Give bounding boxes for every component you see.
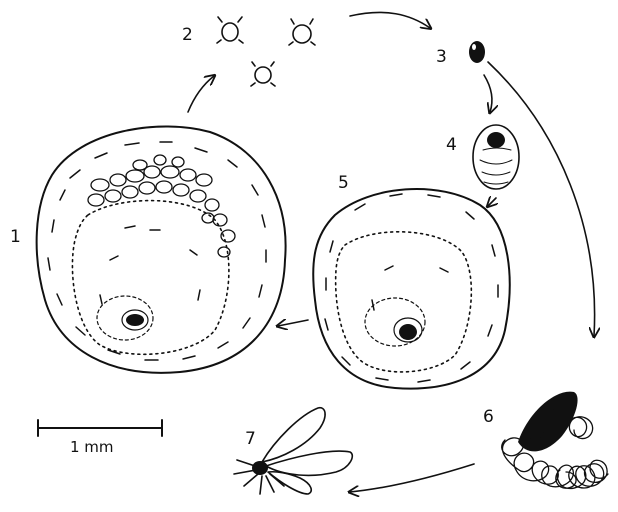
stage-2-larvae [217, 17, 315, 86]
stage-label-4: 4 [446, 135, 457, 155]
arrow-2-to-3 [350, 12, 430, 28]
arrow-3-to-6 [488, 62, 595, 336]
stage-6-pupa [502, 392, 608, 489]
arrow-6-to-7 [350, 464, 474, 492]
stage-1-gall [37, 126, 286, 372]
stage-label-5: 5 [338, 173, 349, 193]
stage-3-larva [469, 41, 485, 63]
arrow-5-to-1 [278, 320, 308, 326]
stage-7-adult-insect [234, 408, 352, 494]
stage-labels: 1 2 3 4 5 6 7 [10, 25, 494, 449]
stage-label-1: 1 [10, 227, 21, 247]
stage-label-7: 7 [245, 429, 256, 449]
scale-bar: 1 mm [38, 420, 162, 456]
arrow-3-to-4 [484, 75, 492, 112]
arrow-4-to-5 [488, 198, 496, 206]
stage-4-cocoon [473, 125, 519, 189]
stage-label-6: 6 [483, 407, 494, 427]
arrow-1-to-2 [188, 76, 214, 112]
stage-label-3: 3 [436, 47, 447, 67]
scale-bar-label: 1 mm [70, 438, 114, 456]
stage-label-2: 2 [182, 25, 193, 45]
stage-5-gall [313, 189, 509, 389]
